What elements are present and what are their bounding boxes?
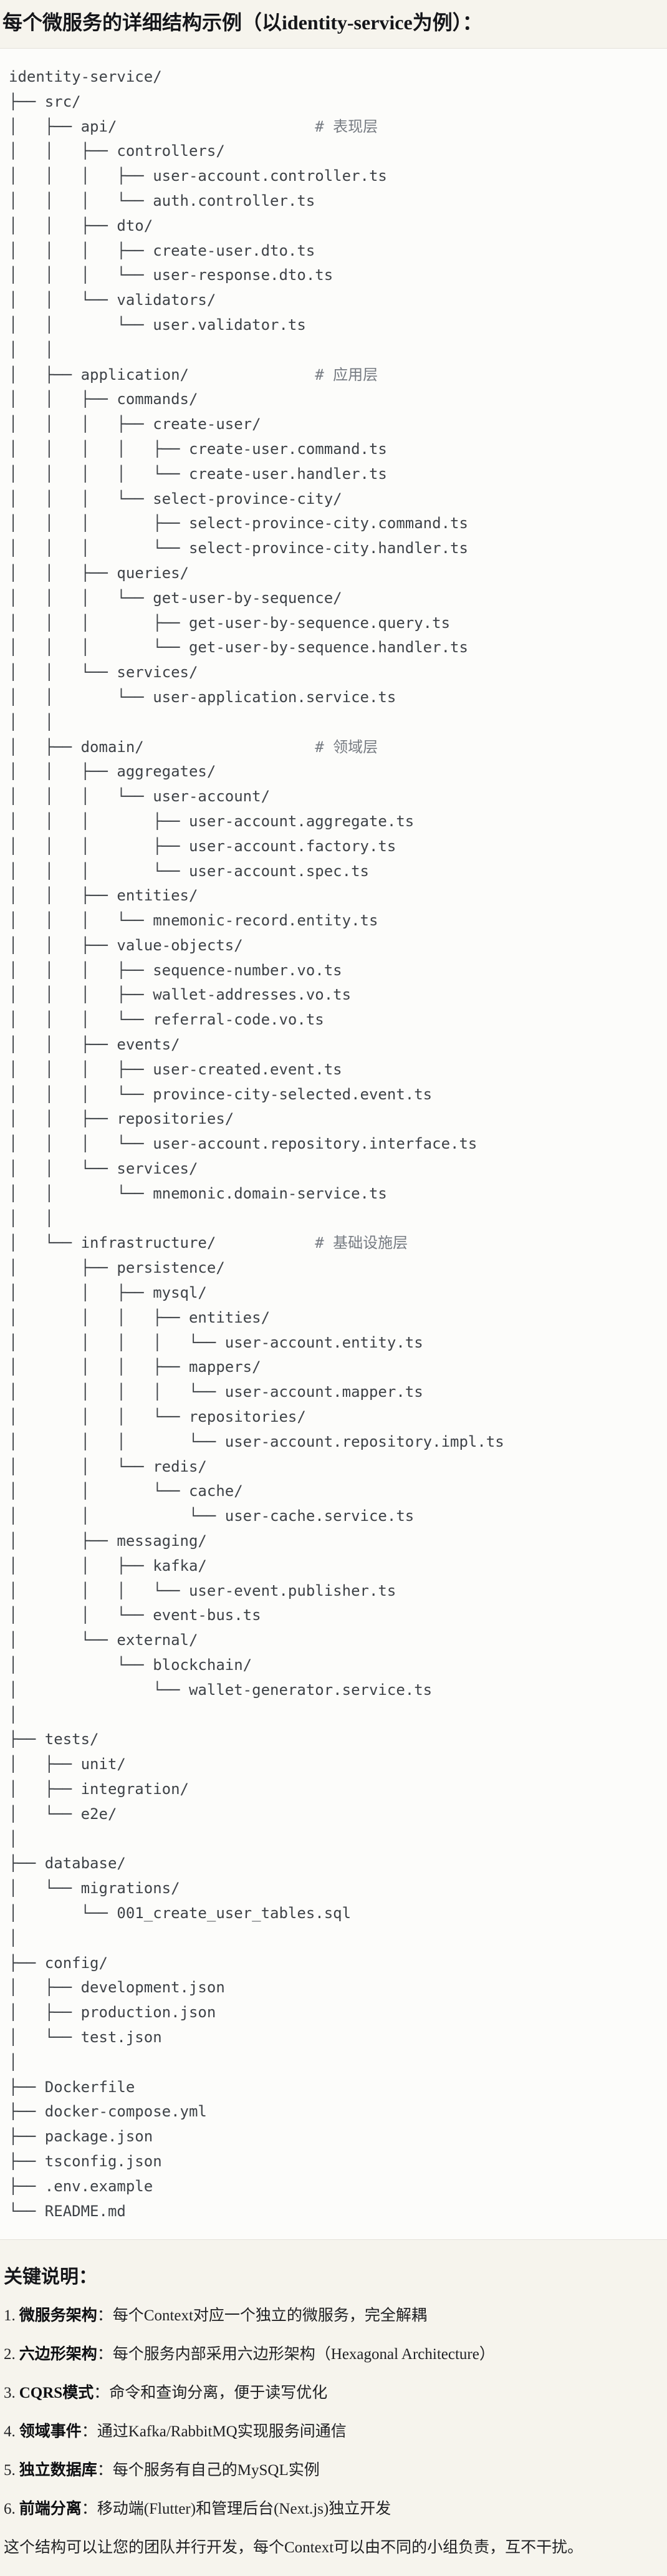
- note-number: 5.: [4, 2462, 16, 2479]
- note-label: 领域事件: [19, 2423, 82, 2441]
- note-text: ：每个服务内部采用六边形架构（Hexagonal Architecture）: [97, 2346, 495, 2363]
- note-label: CQRS模式: [19, 2385, 94, 2402]
- note-text: ：移动端(Flutter)和管理后台(Next.js)独立开发: [81, 2501, 391, 2518]
- notes-heading: 关键说明：: [4, 2267, 97, 2288]
- note-text: ：每个Context对应一个独立的微服务，完全解耦: [97, 2307, 427, 2325]
- notes-section: 关键说明： 1.微服务架构：每个Context对应一个独立的微服务，完全解耦 2…: [0, 2265, 667, 2559]
- note-number: 2.: [4, 2346, 16, 2363]
- note-label: 微服务架构: [19, 2307, 97, 2325]
- note-text: ：通过Kafka/RabbitMQ实现服务间通信: [81, 2423, 347, 2441]
- note-text: ：命令和查询分离，便于读写优化: [94, 2385, 328, 2402]
- note-label: 独立数据库: [19, 2462, 97, 2479]
- note-item: 6.前端分离：移动端(Flutter)和管理后台(Next.js)独立开发: [4, 2498, 661, 2521]
- note-item: 4.领域事件：通过Kafka/RabbitMQ实现服务间通信: [4, 2421, 661, 2443]
- note-item: 1.微服务架构：每个Context对应一个独立的微服务，完全解耦: [4, 2305, 661, 2327]
- note-number: 6.: [4, 2501, 16, 2518]
- note-number: 3.: [4, 2385, 16, 2402]
- closing-paragraph: 这个结构可以让您的团队并行开发，每个Context可以由不同的小组负责，互不干扰…: [4, 2539, 583, 2557]
- directory-tree: identity-service/ ├── src/ │ ├── api/ # …: [9, 68, 504, 2220]
- notes-list: 1.微服务架构：每个Context对应一个独立的微服务，完全解耦 2.六边形架构…: [4, 2305, 661, 2521]
- note-item: 2.六边形架构：每个服务内部采用六边形架构（Hexagonal Architec…: [4, 2343, 661, 2366]
- note-item: 3.CQRS模式：命令和查询分离，便于读写优化: [4, 2382, 661, 2405]
- note-number: 4.: [4, 2423, 16, 2441]
- note-text: ：每个服务有自己的MySQL实例: [97, 2462, 320, 2479]
- code-block: identity-service/ ├── src/ │ ├── api/ # …: [0, 48, 667, 2241]
- note-number: 1.: [4, 2307, 16, 2325]
- note-item: 5.独立数据库：每个服务有自己的MySQL实例: [4, 2459, 661, 2482]
- note-label: 前端分离: [19, 2501, 82, 2518]
- document-page: 每个微服务的详细结构示例（以identity-service为例）： ident…: [0, 9, 667, 2559]
- note-label: 六边形架构: [19, 2346, 97, 2363]
- page-title: 每个微服务的详细结构示例（以identity-service为例）：: [2, 11, 482, 34]
